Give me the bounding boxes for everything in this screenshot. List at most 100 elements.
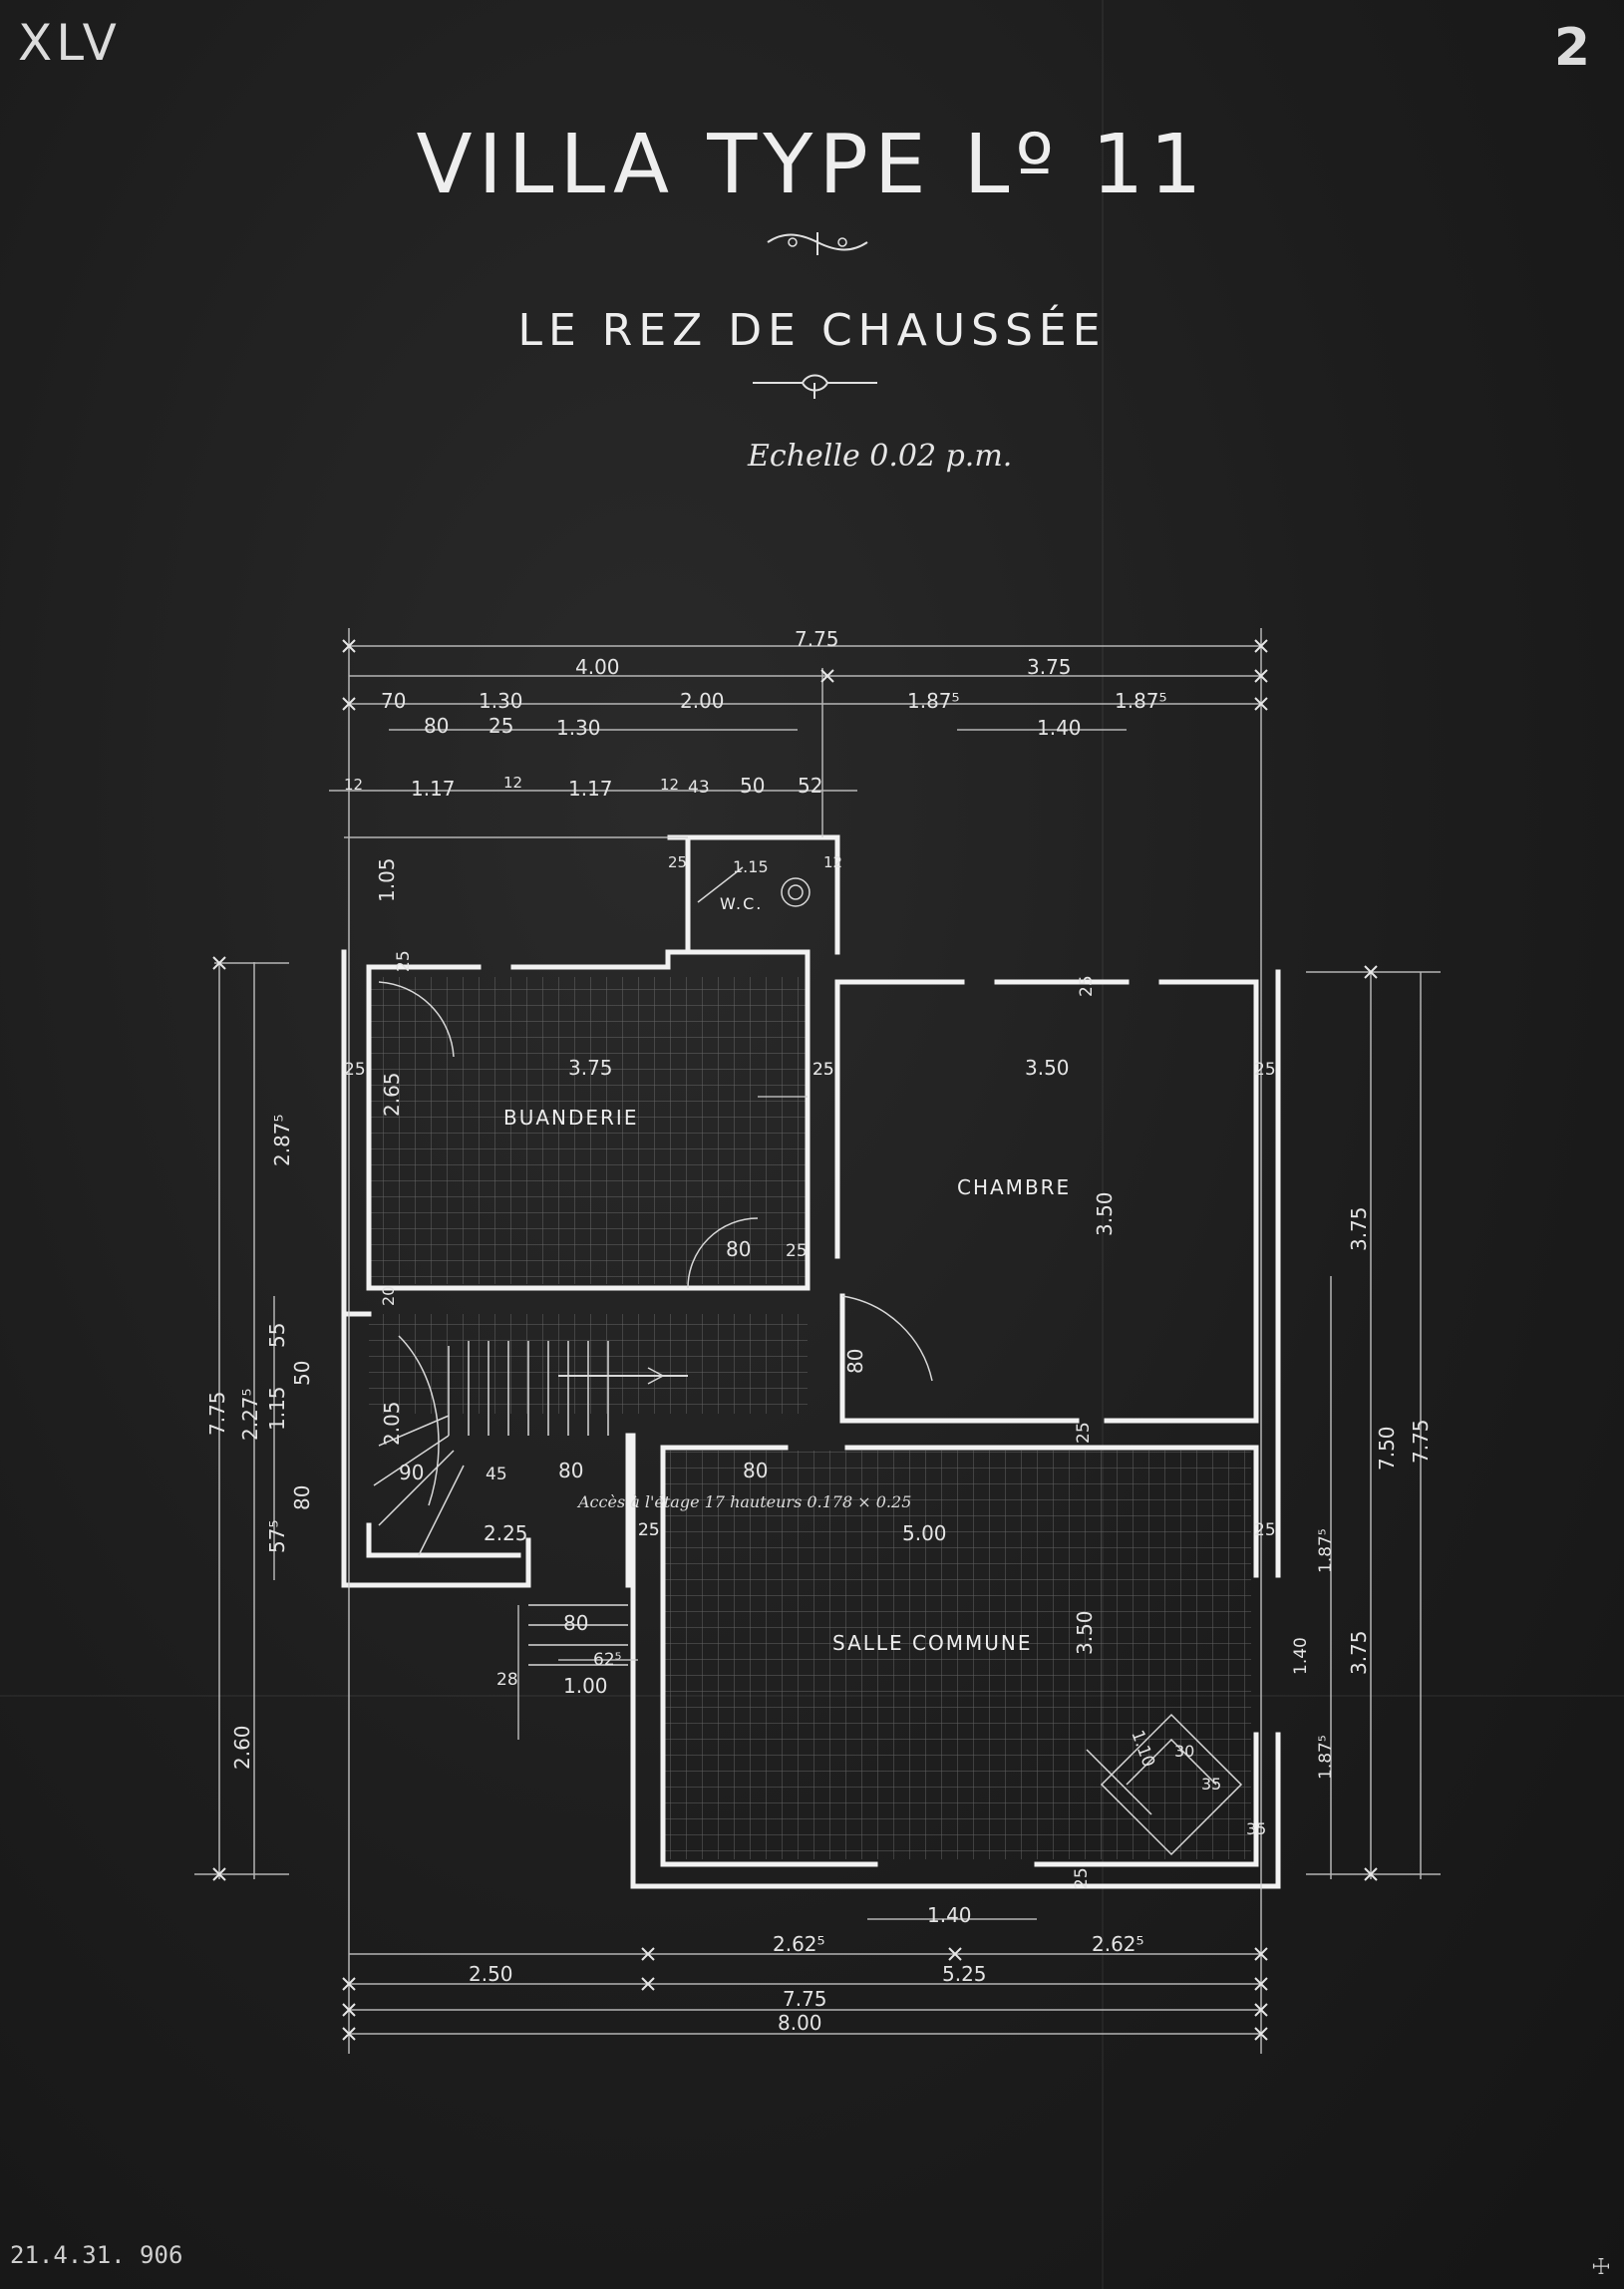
- dim-wc-115: 1.15: [733, 857, 769, 876]
- wall-buanderie: [366, 949, 811, 1291]
- dim-r-52: 52: [798, 774, 822, 798]
- dim-r-50: 50: [740, 774, 765, 798]
- wall-salle: [660, 1445, 1259, 1867]
- dim-s-width: 5.00: [902, 1521, 947, 1545]
- scale-note: Echelle 0.02 p.m.: [748, 439, 1013, 474]
- dim-st-625: 62⁵: [593, 1650, 621, 1670]
- date-note: 21.4.31. 906: [10, 2241, 183, 2269]
- dim-l-575: 57⁵: [265, 1520, 289, 1553]
- wall-wc: [667, 834, 840, 955]
- dim-r-117b: 1.17: [568, 777, 613, 801]
- dim-bt-2625b: 2.62⁵: [1092, 1932, 1144, 1956]
- dim-st-100: 1.00: [563, 1674, 608, 1698]
- dim-rr-375b: 3.75: [1347, 1630, 1371, 1675]
- dim-s-80: 80: [743, 1459, 768, 1482]
- room-label-salle-commune: SALLE COMMUNE: [832, 1631, 1032, 1655]
- dim-b-25top: 25: [394, 950, 414, 972]
- dim-t-200: 2.00: [680, 689, 725, 713]
- dim-l-775: 7.75: [205, 1391, 229, 1436]
- dim-st-25: 25: [638, 1520, 660, 1540]
- dim-bt-250: 2.50: [469, 1962, 513, 1986]
- dim-st-20: 20: [379, 1286, 398, 1306]
- dim-s-height: 3.50: [1073, 1610, 1097, 1655]
- dim-st-45: 45: [486, 1465, 507, 1484]
- dim-r-12b: 12: [503, 774, 522, 792]
- dim-r-117a: 1.17: [411, 777, 456, 801]
- dim-t-187a: 1.87⁵: [907, 689, 960, 713]
- dim-t-187b: 1.87⁵: [1115, 689, 1167, 713]
- dim-bt-800: 8.00: [778, 2011, 822, 2035]
- subtitle-ornament-icon: [753, 374, 877, 399]
- dim-b-25b: 25: [786, 1241, 808, 1261]
- dim-b-80: 80: [726, 1237, 751, 1261]
- stair-note: Accès à l'étage 17 hauteurs 0.178 × 0.25: [576, 1492, 911, 1511]
- wall-salle-outer: [630, 1433, 1281, 1889]
- dim-r-12c: 12: [660, 776, 679, 794]
- dim-r-43: 43: [688, 778, 710, 798]
- dim-st-80b: 80: [563, 1611, 588, 1635]
- dim-l-287: 2.87⁵: [270, 1114, 294, 1166]
- dim-rr-140: 1.40: [1291, 1637, 1311, 1675]
- dim-b-25r: 25: [812, 1060, 834, 1080]
- dim-c-height: 3.50: [1093, 1191, 1117, 1236]
- dim-s-25l: 25: [638, 1520, 660, 1540]
- dim-r-12a: 12: [344, 776, 363, 794]
- dim-st-225: 2.25: [484, 1521, 528, 1545]
- dim-st-205: 2.05: [380, 1401, 404, 1446]
- plan-subtitle: LE REZ DE CHAUSSÉE: [517, 305, 1107, 356]
- dim-top-left: 4.00: [575, 655, 620, 679]
- dim-rr-1875b: 1.87⁵: [1316, 1735, 1336, 1780]
- room-label-wc: W.C.: [720, 894, 763, 913]
- dim-t-130b: 1.30: [556, 716, 601, 740]
- dim-t-140top: 1.40: [1037, 716, 1082, 740]
- dim-bt-140: 1.40: [927, 1903, 972, 1927]
- dim-bt-525: 5.25: [942, 1962, 987, 1986]
- corner-stamp-icon: ☩: [1591, 2255, 1611, 2280]
- dim-s-35a: 35: [1201, 1775, 1221, 1794]
- dim-l-80: 80: [290, 1485, 314, 1510]
- dim-l-115: 1.15: [265, 1386, 289, 1431]
- sheet-number: 2: [1553, 18, 1590, 78]
- dim-st-90: 90: [399, 1461, 424, 1484]
- dim-s-25r: 25: [1254, 1520, 1276, 1540]
- dim-t-70: 70: [381, 689, 406, 713]
- dim-top-total: 7.75: [795, 627, 839, 651]
- dim-rr-375a: 3.75: [1347, 1206, 1371, 1251]
- dim-t-130a: 1.30: [479, 689, 523, 713]
- fold-line-vertical: [1102, 0, 1104, 2289]
- dim-s-25bot: 25: [1072, 1867, 1092, 1889]
- dim-rr-750: 7.50: [1375, 1426, 1399, 1471]
- dim-st-28: 28: [496, 1670, 518, 1690]
- dim-wc-25: 25: [668, 853, 687, 871]
- dim-wc-12: 12: [823, 853, 842, 871]
- wall-chambre: [834, 979, 1259, 1424]
- dim-c-25bot: 25: [1074, 1422, 1094, 1444]
- dim-v-105: 1.05: [375, 857, 399, 902]
- sheet-code: XLV: [18, 14, 121, 72]
- dim-c-25top: 25: [1077, 975, 1097, 997]
- dim-top-right: 3.75: [1027, 655, 1072, 679]
- dim-st-80: 80: [558, 1459, 583, 1482]
- salle-floor: [663, 1451, 1251, 1859]
- wall-stair: [341, 1298, 631, 1588]
- dim-c-25l: 25: [812, 1060, 834, 1080]
- dim-b-25l: 25: [344, 1060, 366, 1080]
- dim-c-80: 80: [843, 1349, 867, 1374]
- room-label-buanderie: BUANDERIE: [503, 1106, 638, 1130]
- dim-b-width: 3.75: [568, 1056, 613, 1080]
- dim-bt-2625a: 2.62⁵: [773, 1932, 825, 1956]
- dim-l-2275: 2.27⁵: [238, 1388, 262, 1441]
- dim-bt-775: 7.75: [783, 1987, 827, 2011]
- buanderie-floor: [369, 977, 808, 1284]
- dim-b-265: 2.65: [380, 1072, 404, 1117]
- dim-rr-1875a: 1.87⁵: [1316, 1528, 1336, 1573]
- dim-c-width: 3.50: [1025, 1056, 1070, 1080]
- plan-title: VILLA TYPE Lº 11: [416, 118, 1208, 212]
- dim-l-50: 50: [290, 1361, 314, 1386]
- title-ornament-icon: [767, 232, 868, 255]
- room-label-chambre: CHAMBRE: [957, 1175, 1071, 1199]
- dim-t-80: 80: [424, 714, 449, 738]
- dim-t-25: 25: [488, 714, 513, 738]
